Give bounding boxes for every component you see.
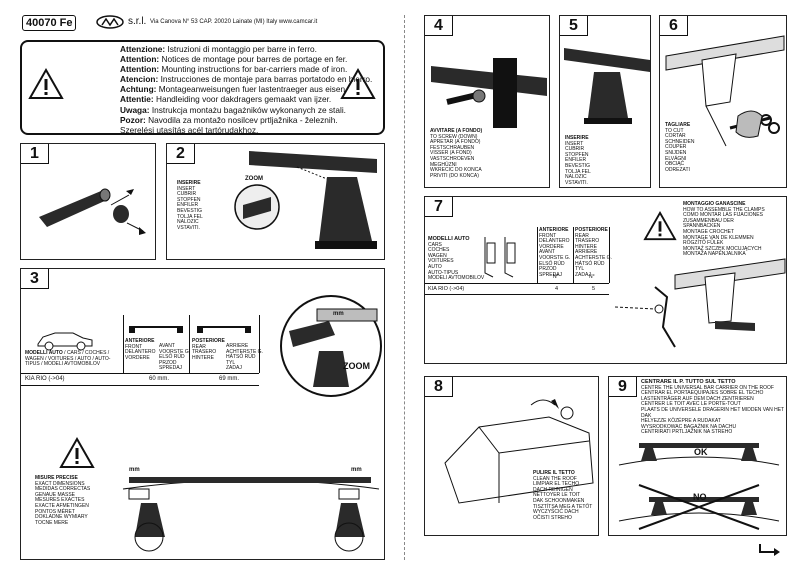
step-9-panel: 9 CENTRARE IL P. TUTTO SUL TETTO CENTRE … bbox=[608, 376, 787, 536]
attention-line: Achtung: Montageanweisungen fuer lastent… bbox=[120, 84, 348, 95]
bar-end-illustration bbox=[39, 188, 146, 235]
attention-line: Attenzione: Istruzioni di montaggio per … bbox=[120, 44, 317, 54]
step-number: 4 bbox=[425, 16, 453, 36]
offset-bar-illustration bbox=[618, 484, 780, 530]
foot-insert-illustration bbox=[234, 151, 377, 249]
front-bar-icon bbox=[129, 326, 183, 333]
zoom-circle-illustration bbox=[280, 295, 382, 397]
attention-line: Pozor: Navodila za montažo nosilcev prtl… bbox=[120, 114, 338, 125]
table-row: KIA RIO (->04) 60 mm. 69 mm. bbox=[25, 376, 257, 382]
mm-label: mm bbox=[333, 311, 344, 317]
mm-label: mm bbox=[129, 467, 140, 473]
clamp-parts-icon bbox=[484, 237, 516, 278]
company-name: s.r.l. bbox=[128, 16, 147, 27]
step-number: 8 bbox=[425, 377, 453, 397]
warning-icon bbox=[643, 210, 677, 241]
row-rear: 69 mm. bbox=[219, 376, 240, 382]
table-divider bbox=[573, 227, 574, 283]
step-number: 6 bbox=[660, 16, 688, 36]
table-row: KIA RIO (->04) 4 5 bbox=[428, 286, 608, 292]
step-number: 5 bbox=[560, 16, 588, 36]
step-number: 2 bbox=[167, 144, 195, 164]
n-label: N° bbox=[553, 274, 559, 280]
attention-line: Uwaga: Instrukcja montażu bagażników wyk… bbox=[120, 104, 346, 115]
car-roof-illustration bbox=[444, 399, 594, 504]
mm-label: mm bbox=[351, 467, 362, 473]
table-divider bbox=[189, 315, 190, 373]
zoom-label: ZOOM bbox=[343, 361, 370, 371]
warning-icon bbox=[28, 67, 64, 99]
step-4-panel: 4 AVVITARE (A FONDO) TO SCREW (DOWN)APRE… bbox=[424, 15, 550, 188]
car-side-icon bbox=[37, 332, 93, 351]
table-rule bbox=[425, 283, 609, 284]
row-front: 60 mm. bbox=[149, 376, 170, 382]
table-rule bbox=[21, 373, 259, 374]
step-1-panel: 1 bbox=[20, 143, 156, 260]
table-divider bbox=[609, 227, 610, 283]
centered-bar-illustration bbox=[618, 443, 780, 466]
row-model: KIA RIO bbox=[25, 376, 47, 382]
rear-bar-icon bbox=[197, 326, 251, 333]
attention-line: Atencion: Instrucciones de montaje para … bbox=[120, 74, 373, 85]
cut-illustration bbox=[665, 35, 785, 147]
warning-icon bbox=[340, 67, 376, 99]
product-code: 40070 Fe bbox=[22, 15, 77, 31]
attention-lines: Attenzione: Istruzioni di montaggio per … bbox=[120, 44, 372, 135]
foot-illustration bbox=[564, 48, 650, 124]
camcar-logo bbox=[96, 15, 124, 29]
step-number: 7 bbox=[425, 197, 453, 217]
row-model: KIA RIO bbox=[428, 286, 448, 292]
screw-illustration bbox=[431, 58, 547, 128]
table-divider bbox=[123, 315, 124, 373]
clamp-instructions: MONTAGGIO GANASCINE HOW TO ASSEMBLE THE … bbox=[683, 201, 765, 258]
no-label: NO bbox=[693, 492, 707, 502]
company-address: Via Canova N° 53 CAP. 20020 Lainate (MI)… bbox=[150, 19, 318, 25]
models-header: MODELLI AUTO / CARS / COCHES / WAGEN / V… bbox=[25, 350, 111, 368]
attention-line: Attentie: Handleiding voor dakdragers ge… bbox=[120, 94, 332, 105]
row-front: 4 bbox=[555, 286, 559, 292]
attention-box bbox=[20, 40, 385, 135]
step-3-panel: 3 MODELLI AUTO / CARS / COCHES / WAGEN /… bbox=[20, 268, 385, 560]
turn-page-arrow-icon bbox=[759, 544, 780, 556]
n-label: N° bbox=[589, 274, 595, 280]
attention-line: Attention: Mounting instructions for bar… bbox=[120, 64, 348, 75]
screw-instructions: AVVITARE (A FONDO) TO SCREW (DOWN)APRETA… bbox=[430, 128, 483, 179]
clamp-illustration bbox=[614, 258, 786, 348]
row-year: (->04) bbox=[48, 376, 65, 382]
ok-label: OK bbox=[694, 447, 708, 457]
table-divider bbox=[259, 315, 260, 373]
page-fold bbox=[404, 15, 405, 560]
warning-icon bbox=[59, 436, 95, 468]
step-number: 3 bbox=[21, 269, 49, 289]
step-number: 1 bbox=[21, 144, 49, 164]
attention-line: Szerelési utasítás acél tartórudakhoz. bbox=[120, 124, 259, 135]
row-year: (->04) bbox=[449, 286, 465, 292]
measure-illustration bbox=[122, 477, 380, 552]
table-divider bbox=[537, 227, 538, 283]
table-rule bbox=[21, 385, 259, 386]
center-instructions: CENTRARE IL P. TUTTO SUL TETTO CENTRE TH… bbox=[641, 379, 784, 436]
zoom-label: ZOOM bbox=[245, 176, 263, 182]
table-rule bbox=[425, 294, 609, 295]
row-rear: 5 bbox=[592, 286, 596, 292]
step-number: 9 bbox=[609, 377, 637, 397]
attention-line: Attention: Notices de montage pour barre… bbox=[120, 54, 348, 65]
